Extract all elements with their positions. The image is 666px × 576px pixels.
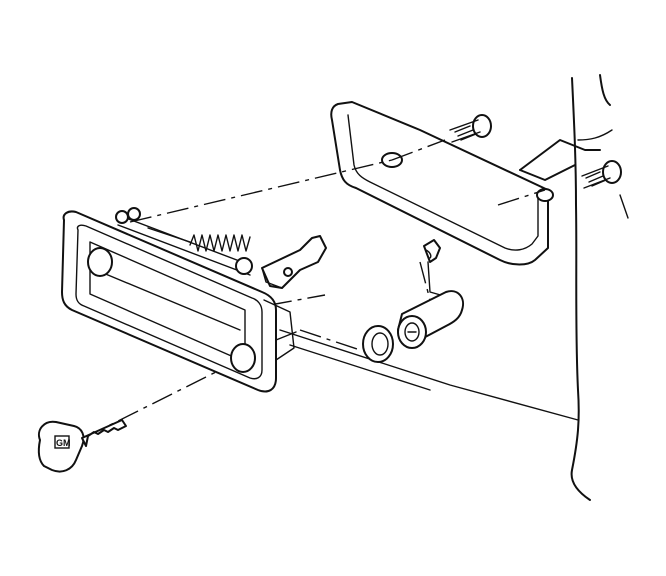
lock-cylinder <box>397 290 464 349</box>
handle-pin <box>87 247 113 277</box>
screw-right <box>581 160 622 189</box>
key-logo-text: GM <box>56 438 71 448</box>
door-panel <box>279 74 613 501</box>
lock-gasket <box>362 325 394 363</box>
key-logo-badge <box>54 435 70 449</box>
screw-upper <box>449 114 492 143</box>
mounting-bracket <box>330 101 554 266</box>
key: GM <box>37 419 127 473</box>
bracket-hole-right <box>536 188 554 202</box>
alignment-lines <box>99 139 546 431</box>
lock-retainer-clip <box>423 239 445 297</box>
outside-handle <box>61 210 297 393</box>
leader-line <box>619 194 629 219</box>
handle-linkage <box>115 207 327 289</box>
lock-cylinder-hole <box>230 343 256 373</box>
